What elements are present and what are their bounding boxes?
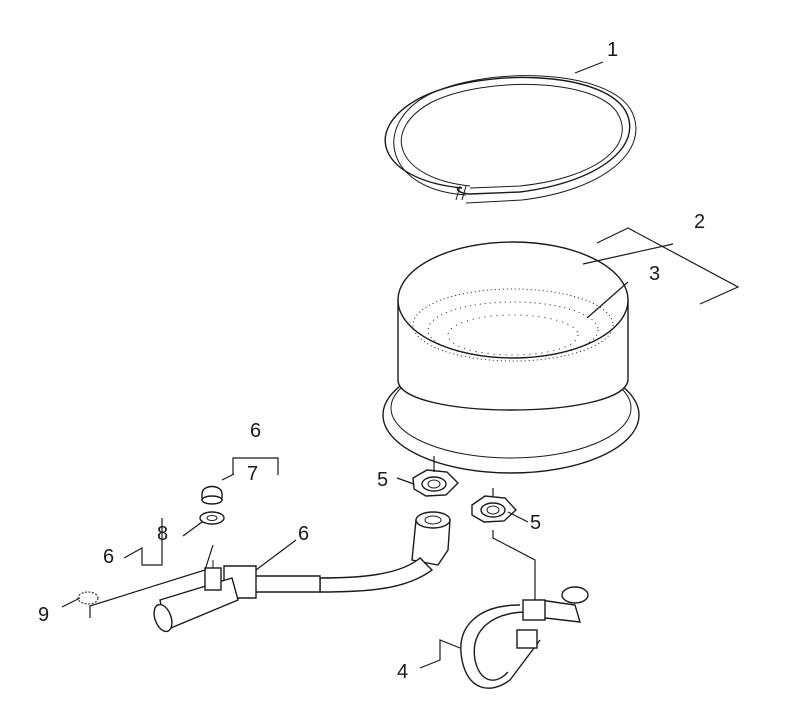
callout-5-left: 5 <box>377 469 388 491</box>
filter-basket <box>382 241 640 474</box>
callout-2: 2 <box>694 211 705 233</box>
leader-lines <box>61 61 740 669</box>
callout-6-right: 6 <box>298 523 309 545</box>
pipe-loop <box>460 586 589 689</box>
nut-right <box>471 495 517 523</box>
callout-3: 3 <box>649 263 660 285</box>
nut-left <box>412 469 459 497</box>
callout-4: 4 <box>397 661 408 683</box>
cap-nut <box>201 485 223 505</box>
callout-6-left: 6 <box>103 546 114 568</box>
callout-5-right: 5 <box>530 512 541 534</box>
lock-washer <box>77 591 99 605</box>
washer <box>199 511 225 525</box>
callout-9: 9 <box>38 604 49 626</box>
hose-assembly <box>153 511 451 633</box>
callout-6-top: 6 <box>250 420 261 442</box>
callout-1: 1 <box>607 39 618 61</box>
sealing-ring <box>384 75 637 204</box>
callout-8: 8 <box>157 523 168 545</box>
callout-7: 7 <box>247 463 258 485</box>
